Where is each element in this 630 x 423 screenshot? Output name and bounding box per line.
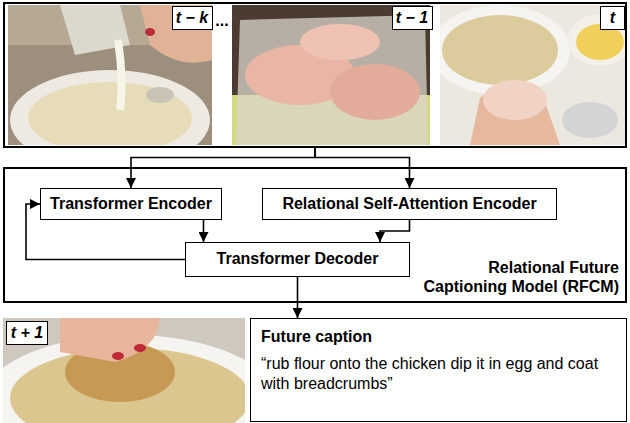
time-label: t + 1 xyxy=(11,324,43,342)
time-label: t − 1 xyxy=(396,9,428,27)
photo-breading xyxy=(440,5,625,145)
bowl-liquid xyxy=(28,82,192,145)
module-label: Transformer Encoder xyxy=(50,195,212,213)
frame-panel: ... t − k t − 1 t xyxy=(3,2,627,148)
photo-pouring xyxy=(8,5,212,145)
flow-arrow xyxy=(297,277,299,318)
time-tag: t xyxy=(600,6,625,30)
model-region: Relational Future Captioning Model (RFCM… xyxy=(3,167,627,303)
small-dish xyxy=(562,102,618,138)
time-tag: t + 1 xyxy=(6,321,48,345)
pour-stream xyxy=(118,40,122,110)
ellipsis-mark: ... xyxy=(215,12,228,30)
spoon xyxy=(146,87,174,103)
model-title: Relational Future Captioning Model (RFCM… xyxy=(419,258,619,296)
encoder-box: Transformer Encoder xyxy=(40,188,222,220)
caption-card: Future caption “rub flour onto the chicke… xyxy=(250,318,627,422)
fingernail xyxy=(134,344,146,352)
time-label: t xyxy=(610,9,615,27)
time-tag: t − k xyxy=(172,6,213,30)
encoder-box: Relational Self-Attention Encoder xyxy=(262,188,557,220)
fingernail xyxy=(145,28,155,36)
mixing-bowl xyxy=(10,70,210,145)
fingernail xyxy=(112,352,124,360)
chicken-piece xyxy=(483,80,547,120)
caption-heading: Future caption xyxy=(261,327,616,346)
plastic-bag xyxy=(236,15,428,145)
flow-arrow xyxy=(380,220,410,242)
photo-coated-chicken xyxy=(3,318,245,423)
photo-ground xyxy=(440,5,625,145)
caption-text: “rub flour onto the chicken dip it in eg… xyxy=(261,354,616,394)
module-label: Relational Self-Attention Encoder xyxy=(282,195,536,213)
photo-chicken-bag xyxy=(232,5,430,145)
chicken-breast xyxy=(300,24,380,60)
chicken-breast xyxy=(330,64,420,120)
photo-ground xyxy=(232,5,430,145)
decoder-box: Transformer Decoder xyxy=(185,242,410,277)
hand xyxy=(60,318,160,362)
time-label: t − k xyxy=(176,9,208,27)
breadcrumbs xyxy=(442,15,558,85)
time-tag: t − 1 xyxy=(392,6,433,30)
hand xyxy=(140,5,212,63)
flow-arrow xyxy=(203,220,205,242)
module-label: Transformer Decoder xyxy=(217,250,379,268)
